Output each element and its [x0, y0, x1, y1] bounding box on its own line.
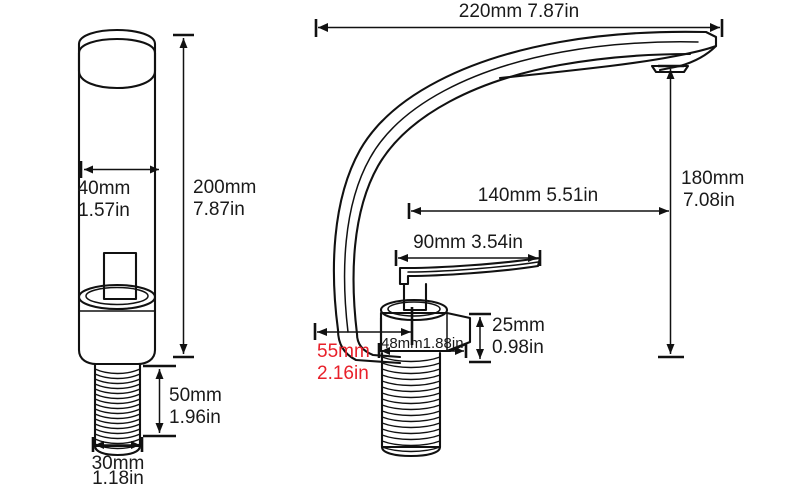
- dim-left-height: 200mm 7.87in: [173, 33, 256, 359]
- dim-left-height-mm: 200mm: [193, 177, 256, 198]
- dim-right-total-length: 220mm 7.87in: [314, 1, 724, 37]
- dim-right-height-mm: 180mm: [681, 168, 744, 189]
- dim-left-width: 40mm 1.57in: [78, 161, 159, 221]
- dim-left-diameter: 30mm 1.18in: [92, 437, 145, 484]
- dim-right-base-depth-in: 2.16in: [317, 363, 369, 384]
- dim-right-base-depth: 55mm 2.16in: [313, 307, 414, 384]
- dim-left-width-mm: 40mm: [78, 178, 131, 199]
- dim-left-width-in: 1.57in: [78, 200, 130, 221]
- right-faucet-body: [332, 30, 718, 458]
- dim-right-base-width-label: 48mm1.88in: [381, 335, 464, 352]
- left-faucet-body: [77, 28, 157, 457]
- dim-left-dia-mm: 30mm: [92, 453, 145, 474]
- dim-right-height: 180mm 7.08in: [658, 64, 744, 359]
- dim-left-shank-length: 50mm 1.96in: [143, 364, 222, 438]
- dim-right-height-in: 7.08in: [683, 190, 735, 211]
- dim-right-reach: 140mm 5.51in: [407, 185, 669, 219]
- dim-right-base-height-mm: 25mm: [492, 315, 545, 336]
- dim-left-shank-mm: 50mm: [169, 385, 222, 406]
- dim-left-dia-in: 1.18in: [92, 468, 144, 484]
- dim-right-reach-label: 140mm 5.51in: [478, 185, 598, 206]
- left-shank-threads: [94, 368, 141, 450]
- dim-right-base-height: 25mm 0.98in: [469, 312, 545, 364]
- dim-right-handle-label: 90mm 3.54in: [413, 232, 523, 253]
- dim-right-base-height-in: 0.98in: [492, 337, 544, 358]
- dim-right-handle: 90mm 3.54in: [394, 232, 542, 266]
- dim-right-base-depth-mm: 55mm: [317, 341, 370, 362]
- dim-right-base-width: 48mm1.88in: [377, 335, 468, 358]
- dim-left-height-in: 7.87in: [193, 199, 245, 220]
- dim-right-total-label: 220mm 7.87in: [459, 1, 579, 22]
- dim-left-shank-in: 1.96in: [169, 407, 221, 428]
- right-shank-threads: [381, 356, 441, 453]
